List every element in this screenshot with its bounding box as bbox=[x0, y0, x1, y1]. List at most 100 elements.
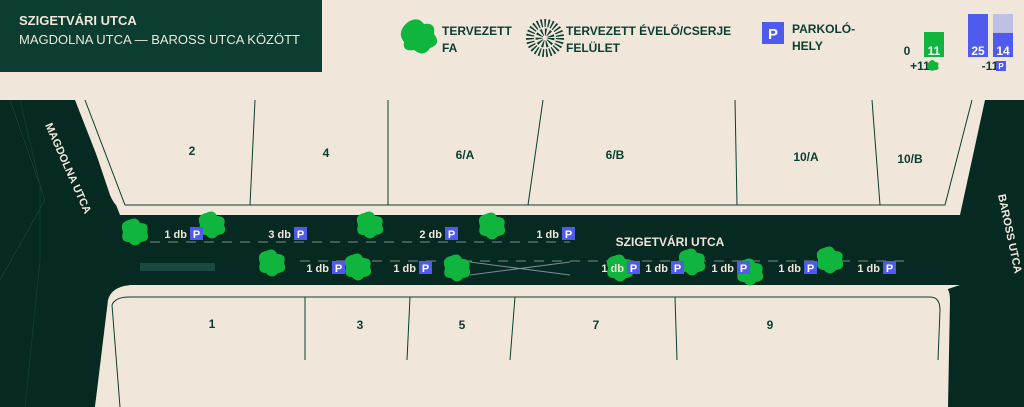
parking-after-bar bbox=[993, 32, 1013, 57]
stats: 0 11 +11 25 14 -11 P bbox=[904, 14, 1013, 73]
parking-icon-label: P bbox=[297, 229, 304, 241]
parking-count: 1 db bbox=[857, 263, 880, 275]
parking-count: 1 db bbox=[601, 263, 624, 275]
lot-2: 2 bbox=[189, 144, 196, 158]
no-parking-hatch bbox=[469, 261, 571, 276]
trees-before: 0 bbox=[904, 44, 911, 58]
parking-icon bbox=[883, 261, 896, 274]
parking-spot-group: 1 db P bbox=[645, 261, 684, 275]
parking-icon bbox=[419, 261, 432, 274]
trees-after: 11 bbox=[928, 44, 941, 58]
parking-before-bar bbox=[968, 14, 988, 57]
trees-after-bar bbox=[924, 32, 944, 57]
parking-spot-group: 1 db P bbox=[778, 261, 817, 275]
parking-spot-group: 2 db P bbox=[419, 227, 458, 241]
lot-9: 9 bbox=[767, 318, 774, 332]
lot-1: 1 bbox=[209, 317, 216, 331]
page-title: SZIGETVÁRI UTCA bbox=[19, 13, 137, 28]
parking-spot-group: 1 db P bbox=[601, 261, 640, 275]
south-sidewalk bbox=[95, 285, 950, 407]
tree-icon bbox=[678, 248, 706, 276]
lot-lines bbox=[19, 99, 973, 407]
tree-icon bbox=[443, 254, 471, 282]
parking-count: 1 db bbox=[645, 263, 668, 275]
tree-icon bbox=[606, 254, 634, 282]
parking-count: 1 db bbox=[778, 263, 801, 275]
parking-change: -11 bbox=[982, 59, 999, 73]
parking-icon bbox=[996, 61, 1006, 71]
parking-icon-label: P bbox=[335, 263, 342, 275]
tree-icon bbox=[121, 218, 149, 246]
parking-icon-label: P bbox=[886, 263, 893, 275]
parking-count: 1 db bbox=[306, 263, 329, 275]
lot-4: 4 bbox=[323, 146, 330, 160]
dotted-circle-icon bbox=[526, 19, 564, 57]
lot-6a: 6/A bbox=[456, 148, 475, 162]
parking-count: 2 db bbox=[419, 229, 442, 241]
lot-5: 5 bbox=[459, 318, 466, 332]
lot-10a: 10/A bbox=[793, 150, 819, 164]
title-panel: SZIGETVÁRI UTCA MAGDOLNA UTCA — BAROSS U… bbox=[0, 0, 322, 72]
road-network bbox=[0, 100, 1024, 407]
tree-icon bbox=[344, 253, 372, 281]
parking-icon-label: P bbox=[422, 263, 429, 275]
parking-spot-group: 1 db P bbox=[536, 227, 575, 241]
parking-icon-label: P bbox=[740, 263, 747, 275]
parking-icon bbox=[737, 261, 750, 274]
parking-count: 1 db bbox=[711, 263, 734, 275]
parking-icon-label: P bbox=[674, 263, 681, 275]
parking-icon-label: P bbox=[193, 229, 200, 241]
legend-shrub-line1: TERVEZETT ÉVELŐ/CSERJE bbox=[566, 23, 731, 38]
parking-spot-group: 3 db P bbox=[268, 227, 307, 241]
legend-parking-line2: HELY bbox=[792, 39, 823, 53]
lot-7: 7 bbox=[593, 318, 600, 332]
parking-spot-group: 1 db P bbox=[306, 261, 345, 275]
north-sidewalk bbox=[78, 100, 960, 215]
page-subtitle: MAGDOLNA UTCA — BAROSS UTCA KÖZÖTT bbox=[19, 32, 300, 47]
parking-icon-label: P bbox=[807, 263, 814, 275]
parking-count: 1 db bbox=[393, 263, 416, 275]
lot-3: 3 bbox=[357, 318, 364, 332]
north-lots: 2 4 6/A 6/B 10/A 10/B bbox=[189, 144, 923, 166]
tree-icon bbox=[258, 249, 286, 277]
parking-icon-label: P bbox=[630, 263, 637, 275]
parking-icon-label: P bbox=[768, 26, 778, 43]
parking-icon-label: P bbox=[565, 229, 572, 241]
legend: TERVEZETT FA TERVEZETT ÉVELŐ/CSERJE FELÜ… bbox=[400, 19, 855, 57]
parking-layer: 1 db P 3 db P 2 db P 1 db P 1 db P 1 db P 1 db P 1 db P… bbox=[164, 227, 896, 275]
tree-icon bbox=[400, 19, 438, 54]
parking-spot-group: 1 db P bbox=[164, 227, 203, 241]
parking-icon-label: P bbox=[998, 62, 1004, 71]
parking-icon-label: P bbox=[448, 229, 455, 241]
trees-change: +11 bbox=[910, 59, 930, 73]
parking-icon bbox=[190, 227, 203, 240]
south-lots: 1 3 5 7 9 bbox=[209, 317, 774, 332]
dotted-circle-inner bbox=[535, 28, 555, 48]
parking-before: 25 bbox=[971, 44, 985, 58]
parking-icon bbox=[671, 261, 684, 274]
legend-tree-line1: TERVEZETT bbox=[442, 24, 512, 38]
parking-spot-group: 1 db P bbox=[393, 261, 432, 275]
tree-icon bbox=[356, 211, 384, 239]
parking-spot-group: 1 db P bbox=[857, 261, 896, 275]
parking-spot-group: 1 db P bbox=[711, 261, 750, 275]
tree-icon bbox=[478, 212, 506, 240]
tree-icon bbox=[927, 60, 939, 71]
legend-shrub-line2: FELÜLET bbox=[566, 40, 621, 55]
shrub-area bbox=[140, 263, 215, 271]
parking-count: 1 db bbox=[164, 229, 187, 241]
tree-icon bbox=[816, 246, 844, 274]
parking-icon bbox=[627, 261, 640, 274]
trees-layer bbox=[121, 211, 844, 286]
legend-parking-line1: PARKOLÓ- bbox=[792, 21, 855, 36]
tree-icon bbox=[198, 211, 226, 239]
parking-after: 14 bbox=[996, 44, 1010, 58]
parking-icon bbox=[294, 227, 307, 240]
parking-icon bbox=[562, 227, 575, 240]
magdolna-utca-road bbox=[0, 100, 45, 280]
parking-icon bbox=[445, 227, 458, 240]
parking-count: 1 db bbox=[536, 229, 559, 241]
parking-count: 3 db bbox=[268, 229, 291, 241]
